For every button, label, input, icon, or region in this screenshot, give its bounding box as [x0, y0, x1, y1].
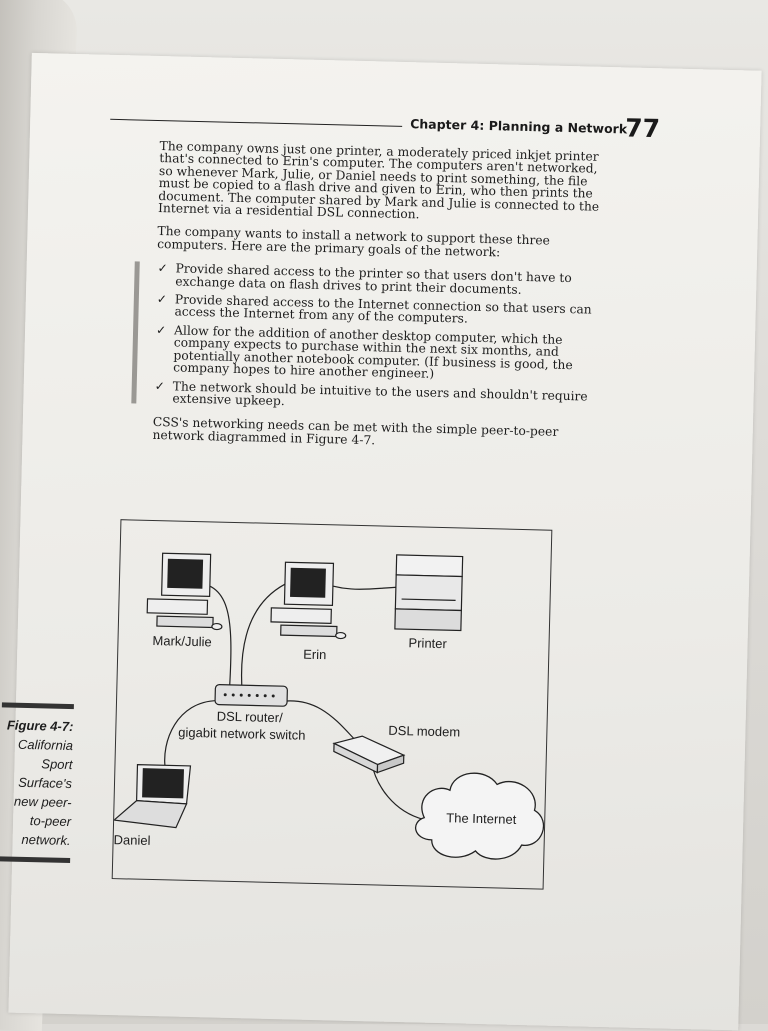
page-number: 77	[624, 113, 661, 144]
chapter-title: Chapter 4: Planning a Network	[410, 116, 628, 137]
paragraph-1: The company owns just one printer, a mod…	[157, 139, 600, 222]
caption-top-bar	[1, 702, 74, 710]
check-mark-icon: ✓	[154, 378, 165, 393]
check-mark-icon: ✓	[157, 261, 168, 276]
list-item: ✓ Provide shared access to the Internet …	[156, 292, 605, 329]
link-erin-router	[241, 583, 286, 694]
desktop-computer-icon	[270, 561, 347, 640]
list-item: ✓ The network should be intuitive to the…	[154, 378, 603, 415]
paragraph-3: CSS's networking needs can be met with t…	[152, 415, 559, 448]
goal-text: Allow for the addition of another deskto…	[173, 323, 573, 381]
goal-text: The network should be intuitive to the u…	[172, 378, 588, 409]
desktop-computer-icon	[146, 552, 223, 631]
paragraph-2: The company wants to install a network t…	[157, 224, 551, 260]
goal-text: Provide shared access to the Internet co…	[174, 292, 592, 327]
book-page: Chapter 4: Planning a Network 77 The com…	[0, 52, 762, 1031]
link-router-modem	[276, 700, 357, 742]
label-erin: Erin	[303, 646, 327, 663]
check-mark-icon: ✓	[155, 322, 167, 338]
check-mark-icon: ✓	[156, 292, 168, 307]
body-text: The company owns just one printer, a mod…	[131, 139, 609, 463]
printer-icon	[394, 554, 464, 632]
caption-text: California Sport Surface's new peer-to-p…	[13, 736, 74, 849]
link-router-daniel	[164, 699, 218, 770]
label-router-line1: DSL router/	[216, 708, 283, 726]
network-switch-icon	[214, 684, 288, 707]
goals-list: ✓ Provide shared access to the printer s…	[131, 261, 607, 416]
goal-text: Provide shared access to the printer so …	[175, 261, 572, 297]
dsl-modem-icon	[332, 735, 406, 774]
label-router-line2: gigabit network switch	[178, 724, 306, 743]
cloud-icon	[415, 772, 545, 860]
label-dsl-modem: DSL modem	[388, 722, 461, 740]
label-internet: The Internet	[446, 810, 517, 827]
label-mark-julie: Mark/Julie	[152, 632, 212, 650]
label-daniel: Daniel	[113, 832, 151, 848]
figure-caption: Figure 4-7: California Sport Surface's n…	[0, 702, 74, 864]
list-item: ✓ Provide shared access to the printer s…	[157, 261, 606, 298]
laptop-icon	[112, 764, 192, 829]
header-rule	[110, 118, 403, 127]
caption-label: Figure 4-7:	[6, 717, 74, 735]
diagram-drawing	[112, 552, 545, 860]
network-diagram: Mark/Julie Erin Printer DSL router/ giga…	[111, 519, 553, 890]
label-printer: Printer	[408, 635, 448, 652]
list-item: ✓ Allow for the addition of another desk…	[155, 322, 605, 385]
